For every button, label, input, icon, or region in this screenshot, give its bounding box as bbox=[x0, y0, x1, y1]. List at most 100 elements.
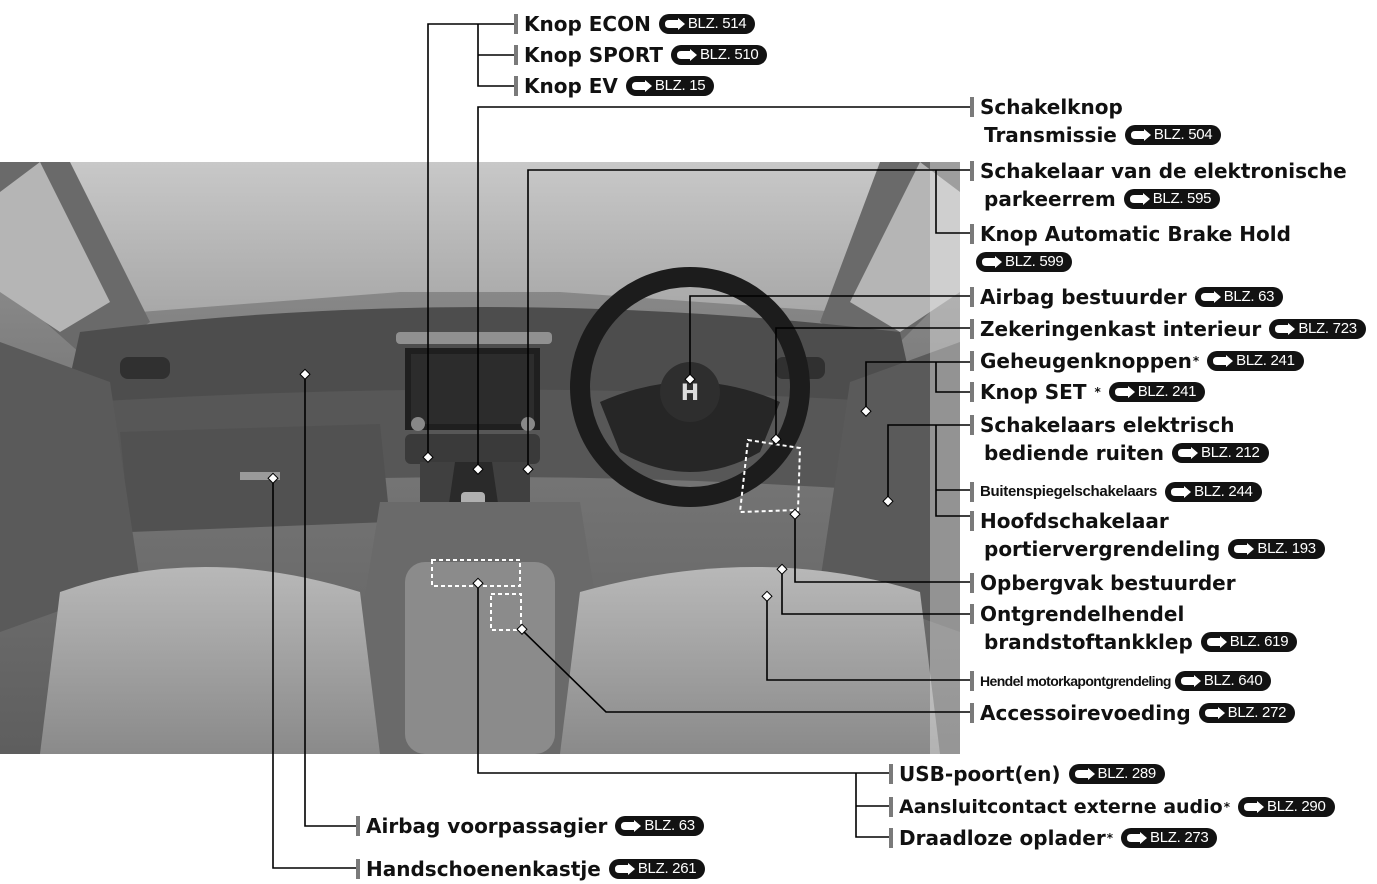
page-ref-text: BLZ. 272 bbox=[1227, 704, 1287, 721]
page-ref-badge[interactable]: BLZ. 595 bbox=[1123, 189, 1221, 209]
page-ref-badge[interactable]: BLZ. 514 bbox=[658, 14, 756, 34]
page-ref-badge[interactable]: BLZ. 272 bbox=[1198, 703, 1296, 723]
page-ref-text: BLZ. 261 bbox=[637, 860, 697, 877]
page-ref-badge[interactable]: BLZ. 193 bbox=[1228, 539, 1325, 559]
label-text: Handschoenenkastje bbox=[366, 857, 601, 881]
page-ref-badge[interactable]: BLZ. 290 bbox=[1238, 797, 1335, 817]
svg-text:H: H bbox=[681, 381, 699, 406]
page-ref-text: BLZ. 640 bbox=[1203, 672, 1263, 689]
page-ref-badge[interactable]: BLZ. 241 bbox=[1207, 351, 1304, 371]
arrow-right-icon bbox=[1171, 486, 1192, 498]
footnote-mark: * bbox=[1106, 831, 1113, 845]
label-schakelknop: Schakelknop Transmissie BLZ. 504 bbox=[970, 93, 1222, 149]
arrow-right-icon bbox=[1204, 707, 1225, 719]
page-ref-badge[interactable]: BLZ. 63 bbox=[1194, 287, 1284, 307]
page-ref-text: BLZ. 241 bbox=[1236, 352, 1295, 369]
label-automatic-brake-hold: Knop Automatic Brake Hold BLZ. 599 bbox=[970, 220, 1291, 276]
label-bar bbox=[970, 382, 974, 402]
arrow-right-icon bbox=[1114, 386, 1135, 398]
arrow-right-icon bbox=[1178, 447, 1199, 459]
page-ref-text: BLZ. 504 bbox=[1153, 126, 1213, 143]
label-text: Knop EV bbox=[524, 74, 618, 98]
arrow-right-icon bbox=[982, 256, 1002, 268]
label-text: Knop SET bbox=[980, 380, 1094, 404]
label-bar bbox=[889, 828, 893, 848]
label-knop-sport: Knop SPORT BLZ. 510 bbox=[514, 42, 768, 68]
page-ref-badge[interactable]: BLZ. 63 bbox=[615, 816, 704, 836]
label-bar bbox=[970, 573, 974, 593]
page-ref-badge[interactable]: BLZ. 504 bbox=[1124, 125, 1222, 145]
arrow-right-icon bbox=[1129, 193, 1150, 205]
footnote-mark: * bbox=[1192, 354, 1200, 368]
label-text: Zekeringenkast interieur bbox=[980, 317, 1262, 341]
arrow-right-icon bbox=[676, 49, 697, 61]
label-text: Buitenspiegelschakelaars bbox=[980, 483, 1158, 500]
label-ruiten: Schakelaars elektrisch bediende ruiten B… bbox=[970, 411, 1269, 467]
label-text-line1: Ontgrendelhendel bbox=[980, 602, 1185, 626]
label-zekeringenkast: Zekeringenkast interieur BLZ. 723 bbox=[970, 316, 1366, 342]
label-knop-ev: Knop EV BLZ. 15 bbox=[514, 73, 715, 99]
page-ref-badge[interactable]: BLZ. 640 bbox=[1174, 671, 1272, 691]
label-text-line1: Knop Automatic Brake Hold bbox=[980, 222, 1291, 246]
arrow-right-icon bbox=[621, 820, 642, 832]
page-ref-badge[interactable]: BLZ. 15 bbox=[625, 76, 715, 96]
label-bar bbox=[514, 76, 518, 96]
page-ref-text: BLZ. 193 bbox=[1257, 540, 1316, 557]
page-ref-text: BLZ. 63 bbox=[644, 817, 695, 834]
label-text-line2: Transmissie bbox=[984, 123, 1117, 147]
page-ref-badge[interactable]: BLZ. 244 bbox=[1165, 482, 1262, 502]
label-bar bbox=[970, 161, 974, 181]
label-text-line1: Schakelknop bbox=[980, 95, 1123, 119]
page-ref-badge[interactable]: BLZ. 261 bbox=[608, 859, 706, 879]
label-draadloze-oplader: Draadloze oplader* BLZ. 273 bbox=[889, 825, 1218, 851]
interior-illustration: H bbox=[0, 162, 960, 754]
label-bar bbox=[970, 703, 974, 723]
label-handschoenenkastje: Handschoenenkastje BLZ. 261 bbox=[356, 856, 706, 882]
page-ref-badge[interactable]: BLZ. 273 bbox=[1120, 828, 1218, 848]
label-bar bbox=[970, 671, 974, 691]
footnote-mark: * bbox=[1223, 800, 1231, 814]
label-portiervergrendeling: Hoofdschakelaar portiervergrendeling BLZ… bbox=[970, 507, 1325, 563]
arrow-right-icon bbox=[664, 18, 685, 30]
page-ref-text: BLZ. 289 bbox=[1097, 765, 1157, 782]
page-ref-text: BLZ. 15 bbox=[654, 77, 706, 94]
label-text: Knop ECON bbox=[524, 12, 651, 36]
page-ref-badge[interactable]: BLZ. 619 bbox=[1200, 632, 1298, 652]
page-ref-badge[interactable]: BLZ. 723 bbox=[1269, 319, 1366, 339]
label-text: Aansluitcontact externe audio bbox=[899, 796, 1223, 818]
page-ref-badge[interactable]: BLZ. 510 bbox=[670, 45, 768, 65]
page-ref-text: BLZ. 510 bbox=[699, 46, 759, 63]
label-text: Opbergvak bestuurder bbox=[980, 571, 1236, 595]
page-ref-text: BLZ. 723 bbox=[1298, 320, 1357, 337]
label-buitenspiegels: Buitenspiegelschakelaars BLZ. 244 bbox=[970, 479, 1262, 505]
label-text-line1: Schakelaar van de elektronische bbox=[980, 159, 1347, 183]
arrow-right-icon bbox=[1213, 355, 1234, 367]
page-ref-badge[interactable]: BLZ. 212 bbox=[1172, 443, 1269, 463]
page-ref-badge[interactable]: BLZ. 289 bbox=[1068, 764, 1165, 784]
label-bar bbox=[889, 797, 893, 817]
arrow-right-icon bbox=[631, 80, 652, 92]
label-bar bbox=[356, 816, 360, 836]
label-airbag-bestuurder: Airbag bestuurder BLZ. 63 bbox=[970, 284, 1284, 310]
label-knop-econ: Knop ECON BLZ. 514 bbox=[514, 11, 756, 37]
page-ref-text: BLZ. 599 bbox=[1005, 253, 1064, 270]
label-bar bbox=[970, 287, 974, 307]
page-ref-text: BLZ. 212 bbox=[1201, 444, 1260, 461]
arrow-right-icon bbox=[1180, 675, 1201, 687]
label-text: Airbag bestuurder bbox=[980, 285, 1187, 309]
page-ref-badge[interactable]: BLZ. 241 bbox=[1108, 382, 1206, 402]
label-geheugenknoppen: Geheugenknoppen* BLZ. 241 bbox=[970, 348, 1304, 374]
arrow-right-icon bbox=[1130, 129, 1151, 141]
label-opbergvak: Opbergvak bestuurder bbox=[970, 570, 1236, 596]
label-bar bbox=[970, 511, 974, 531]
label-knop-set: Knop SET * BLZ. 241 bbox=[970, 379, 1206, 405]
page-ref-badge[interactable]: BLZ. 599 bbox=[976, 252, 1073, 272]
label-accessoirevoeding: Accessoirevoeding BLZ. 272 bbox=[970, 700, 1296, 726]
arrow-right-icon bbox=[1200, 291, 1221, 303]
label-bar bbox=[970, 482, 974, 502]
page-ref-text: BLZ. 63 bbox=[1223, 288, 1275, 305]
label-text-line2: bediende ruiten bbox=[984, 441, 1165, 465]
label-bar bbox=[889, 764, 893, 784]
